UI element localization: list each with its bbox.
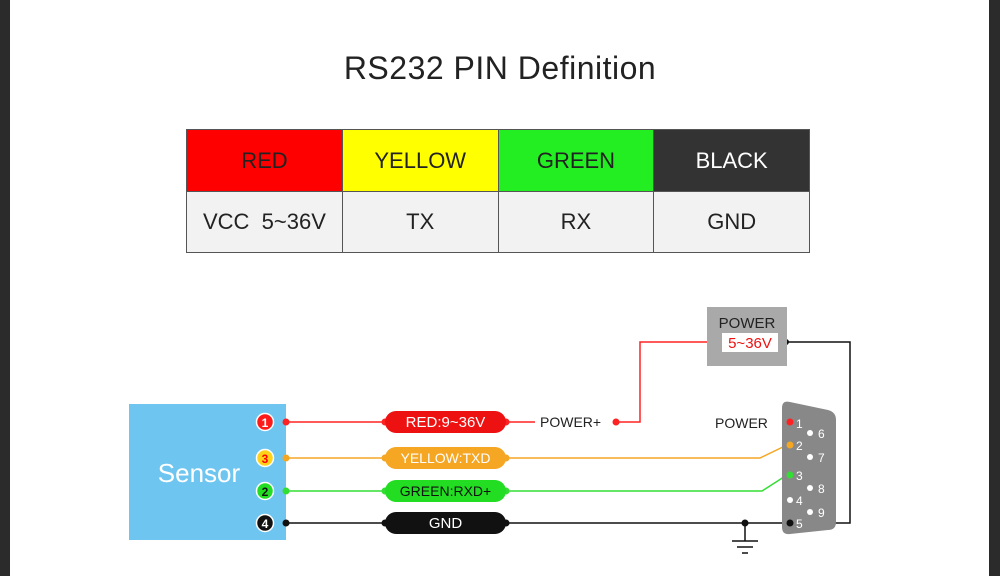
header-cell-yellow: YELLOW xyxy=(341,129,499,192)
wire-label-green-text: GREEN:RXD+ xyxy=(400,483,491,499)
wire-label-gnd-text: GND xyxy=(429,515,463,532)
wire-yellow-right xyxy=(506,444,788,459)
wire-label-gnd: GND xyxy=(385,512,506,534)
power-box-title: POWER xyxy=(719,315,776,332)
wire-label-green: GREEN:RXD+ xyxy=(385,480,506,502)
connector-pin-3: 3 xyxy=(796,469,803,483)
connector-pin-7: 7 xyxy=(818,451,825,465)
wire-red-to-power xyxy=(616,341,722,423)
pin-badge-2: 2 xyxy=(255,481,275,501)
power-plus-label: POWER+ xyxy=(540,414,601,430)
value-cell-vcc: VCC 5~36V xyxy=(186,191,343,253)
connector-pin-1: 1 xyxy=(796,417,803,431)
connector-pin-9: 9 xyxy=(818,506,825,520)
power-box: POWER 5~36V xyxy=(707,307,787,366)
pin-badge-4: 4 xyxy=(255,513,275,533)
pin-badge-3: 3 xyxy=(255,448,275,468)
db9-connector: POWER 1 2 3 4 5 6 7 8 9 xyxy=(715,401,836,535)
wire-green-right xyxy=(506,474,788,492)
wire-label-red: RED:9~36V xyxy=(385,411,506,433)
value-cell-gnd: GND xyxy=(653,191,810,253)
header-cell-red: RED xyxy=(186,129,343,192)
connector-pin-5: 5 xyxy=(796,517,803,531)
page-title: RS232 PIN Definition xyxy=(343,50,657,86)
wire-label-yellow-text: YELLOW:TXD xyxy=(401,450,491,466)
pin-definition-table: RED YELLOW GREEN BLACK VCC 5~36V TX RX G… xyxy=(186,129,810,253)
connector-pin-6: 6 xyxy=(818,427,825,441)
connector-pin-8: 8 xyxy=(818,482,825,496)
sensor-label: Sensor xyxy=(158,458,241,488)
connector-pin-4: 4 xyxy=(796,494,803,508)
pin-badge-3-number: 3 xyxy=(262,452,269,466)
wire-dots xyxy=(282,339,789,527)
wire-label-red-text: RED:9~36V xyxy=(406,414,486,431)
pin-badge-4-number: 4 xyxy=(262,517,269,531)
connector-power-label: POWER xyxy=(715,415,768,431)
pin-badge-2-number: 2 xyxy=(262,485,269,499)
wire-label-yellow: YELLOW:TXD xyxy=(385,447,506,469)
pin-badge-1: 1 xyxy=(255,412,275,432)
power-box-value: 5~36V xyxy=(728,335,772,352)
wires xyxy=(286,341,851,541)
pin-badge-1-number: 1 xyxy=(262,416,269,430)
ground-symbol xyxy=(732,540,758,554)
connector-pin-2: 2 xyxy=(796,439,803,453)
value-cell-tx: TX xyxy=(341,191,499,253)
